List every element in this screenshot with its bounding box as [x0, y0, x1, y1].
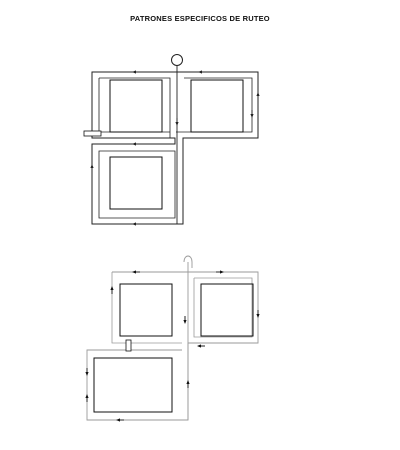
block-bottom-wide	[93, 357, 173, 413]
block-top-right	[200, 283, 254, 337]
origin-hook	[183, 255, 193, 268]
origin-node	[171, 54, 183, 66]
block-bottom	[109, 156, 163, 210]
route-inner-line-lower	[98, 150, 176, 219]
block-top-left	[119, 283, 173, 337]
page-title: PATRONES ESPECIFICOS DE RUTEO	[130, 14, 270, 23]
route-light-inner	[111, 272, 253, 344]
route-inner-line	[98, 77, 253, 138]
block-top-right	[190, 79, 244, 133]
entry-marker	[125, 339, 132, 352]
routing-pattern-bottom	[85, 255, 260, 422]
routing-pattern-top	[83, 54, 260, 226]
block-top-left	[109, 79, 163, 133]
route-outer-line	[91, 71, 259, 225]
entry-marker	[83, 130, 102, 137]
